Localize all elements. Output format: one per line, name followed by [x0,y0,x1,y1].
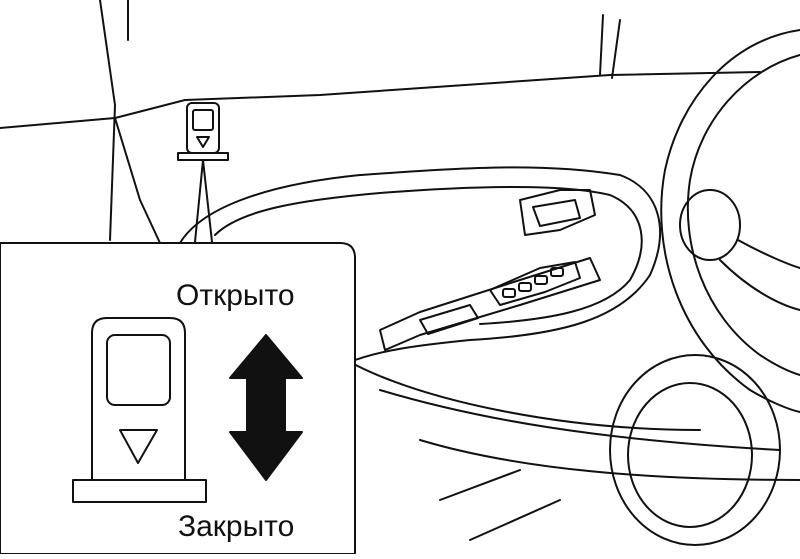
window-frame [99,0,621,241]
steering-spoke [719,239,800,311]
door-lower-line [419,439,800,541]
direction-arrow [229,334,303,481]
label-open: Открыто [176,279,295,312]
steering-hub-button [679,189,741,261]
lock-knob-window [192,109,214,131]
lock-knob-window [106,334,171,406]
leader-line [194,159,213,243]
car-interior [0,0,800,546]
lock-knob-small [177,102,229,243]
door-panel-line [349,361,781,451]
steering-wheel-inner [686,54,800,376]
window-sill [0,71,761,244]
door-handle-recess [519,189,596,236]
speaker-inner [627,382,753,528]
triangle-down-icon [119,429,158,464]
steering-wheel-outer [660,29,800,413]
triangle-down-icon [196,136,210,148]
armrest [379,257,601,351]
double-vertical-arrow-icon [229,334,303,481]
window-switch-cluster [489,261,581,306]
door-contour [179,166,661,363]
lock-knob-base [177,152,229,161]
label-closed: Закрыто [178,510,295,543]
pull-handle-slot [419,304,479,335]
switch-3 [534,275,548,285]
switch-1 [502,288,516,298]
lock-knob-base [72,479,207,503]
switch-2 [518,282,532,292]
switch-4 [550,267,564,277]
lock-knob-enlarged [72,317,207,503]
lock-knob-icon [91,317,186,481]
door-handle [532,199,581,227]
door-speaker [609,354,781,546]
